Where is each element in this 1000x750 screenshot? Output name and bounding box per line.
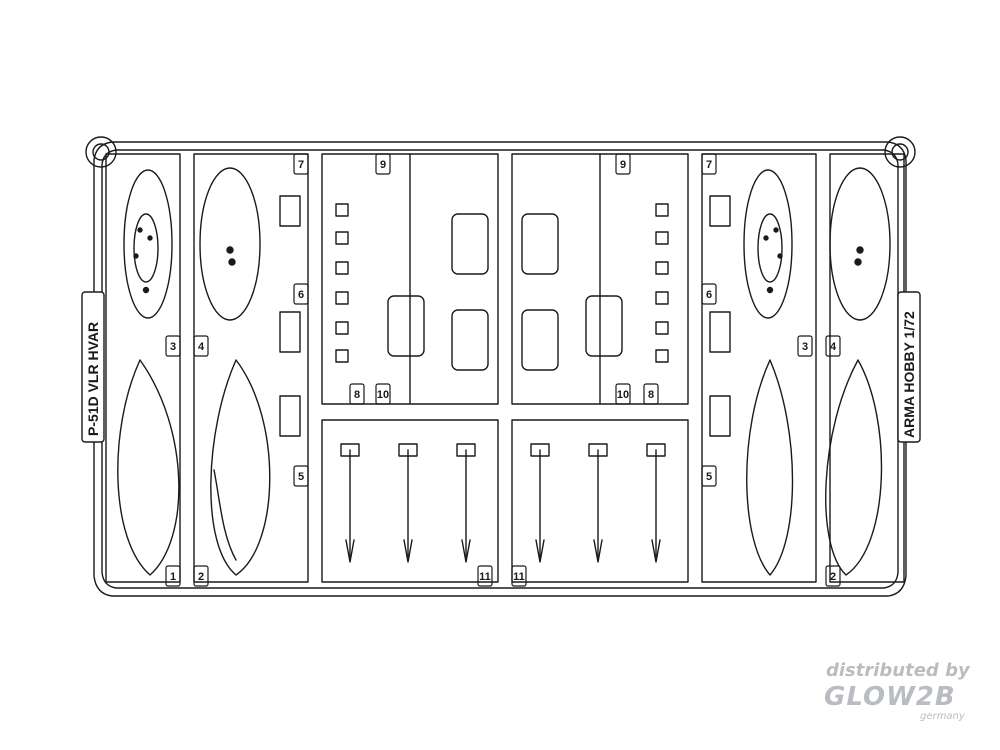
part-tag-3-left	[165, 335, 181, 357]
part-number-label: 5	[298, 471, 304, 483]
part-number-label: 1	[170, 571, 176, 583]
part-tag-4-left	[193, 335, 209, 357]
rack-frames	[387, 213, 623, 371]
rocket	[588, 443, 608, 563]
drop-tank-left-part-4	[199, 167, 261, 321]
part-tag-10-left	[375, 383, 391, 405]
gate-hole-left	[85, 136, 117, 168]
pylon-parts-right	[709, 195, 731, 437]
part-number-label: 11	[513, 571, 525, 583]
watermark-country: germany	[920, 711, 965, 722]
drop-tank-right-part-3	[743, 169, 793, 319]
part-number-label: 2	[198, 571, 204, 583]
kit-name-label-tab: P-51D VLR HVAR	[81, 291, 105, 443]
part-tag-5-right	[701, 465, 717, 487]
part-number-label: 3	[170, 341, 176, 353]
part-number-label: 3	[802, 341, 808, 353]
manufacturer-label: ARMA HOBBY 1/72	[901, 311, 917, 438]
part-tag-10-right	[615, 383, 631, 405]
part-tag-8-left	[349, 383, 365, 405]
part-tag-11-right	[511, 565, 527, 587]
part-tag-2-left	[193, 565, 209, 587]
part-number-label: 6	[298, 289, 304, 301]
sprue-runners	[105, 153, 905, 583]
part-number-label: 6	[706, 289, 712, 301]
part-number-label: 7	[298, 159, 304, 171]
part-tag-8-right	[643, 383, 659, 405]
part-number-tags	[165, 153, 841, 587]
kit-name-label: P-51D VLR HVAR	[85, 322, 101, 436]
launcher-stubs-right	[655, 203, 669, 363]
drop-tank-right-part-2	[825, 359, 883, 576]
part-tag-11-left	[477, 565, 493, 587]
launcher-stubs-left	[335, 203, 349, 363]
gate-hole-right	[884, 136, 916, 168]
part-number-label: 8	[648, 389, 654, 401]
drop-tank-left-part-2	[210, 359, 271, 576]
part-tag-5-left	[293, 465, 309, 487]
rocket	[340, 443, 360, 563]
part-number-label: 5	[706, 471, 712, 483]
part-tag-7-right	[701, 153, 717, 175]
part-number-label: 9	[620, 159, 626, 171]
watermark-logo: GLOW2B	[824, 682, 956, 712]
part-number-label: 10	[617, 389, 629, 401]
part-tag-2-right	[825, 565, 841, 587]
part-tag-4-right	[825, 335, 841, 357]
part-number-label: 4	[198, 341, 205, 353]
hvar-rockets	[340, 443, 666, 563]
part-number-label: 2	[830, 571, 836, 583]
drop-tank-right-part-4	[829, 167, 891, 321]
part-tag-9-left	[375, 153, 391, 175]
rocket	[398, 443, 418, 563]
part-tag-3-right	[797, 335, 813, 357]
part-tag-7-left	[293, 153, 309, 175]
part-number-label: 11	[479, 571, 491, 583]
part-tag-1-left	[165, 565, 181, 587]
part-tag-6-left	[293, 283, 309, 305]
part-tag-6-right	[701, 283, 717, 305]
watermark-distributed-by: distributed by	[826, 660, 970, 681]
part-number-label: 9	[380, 159, 386, 171]
part-number-label: 8	[354, 389, 360, 401]
sprue-frame	[85, 136, 916, 597]
drop-tank-left-part-1	[117, 359, 180, 576]
drop-tank-left-part-3	[123, 169, 173, 319]
rocket	[530, 443, 550, 563]
manufacturer-label-tab: ARMA HOBBY 1/72	[897, 291, 921, 443]
rocket	[646, 443, 666, 563]
part-number-label: 7	[706, 159, 712, 171]
part-number-label: 10	[377, 389, 389, 401]
drop-tank-right-part-1	[746, 359, 794, 576]
part-tag-9-right	[615, 153, 631, 175]
rocket	[456, 443, 476, 563]
pylon-parts-left	[279, 195, 301, 437]
part-number-label: 4	[830, 341, 837, 353]
